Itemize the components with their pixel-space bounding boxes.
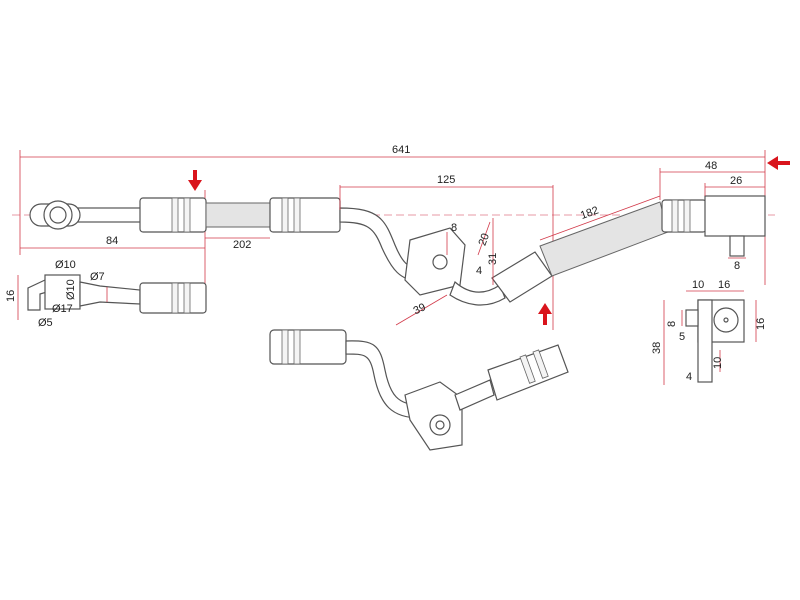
arrow-left-icon (767, 156, 790, 170)
dimension-label: 48 (705, 160, 717, 172)
dimension-label: 641 (392, 144, 410, 156)
dimension-label: 16 (755, 318, 767, 330)
banjo-detail: 16 Ø10 Ø10 Ø7 Ø17 Ø5 (5, 259, 207, 329)
arrow-up-icon (538, 303, 552, 325)
dimension-label: 39 (412, 301, 428, 317)
dimension-84: 84 (20, 235, 205, 249)
dimension-26: 26 (704, 175, 765, 196)
arrow-down-icon (188, 170, 202, 191)
dimension-label: Ø10 (55, 259, 76, 271)
dimension-125: 125 (339, 174, 553, 210)
dimension-label: 16 (718, 279, 730, 291)
hose-assembly-top (29, 195, 766, 306)
dimension-label: 8 (734, 260, 740, 272)
dimension-label: 38 (651, 342, 663, 354)
dimension-label: Ø10 (65, 279, 77, 300)
dimension-182: 182 (539, 195, 661, 241)
dimension-label: 125 (437, 174, 455, 186)
dimension-label: 26 (730, 175, 742, 187)
dimension-label: 8 (451, 222, 457, 234)
dimension-label: 20 (477, 232, 492, 248)
dimension-label: Ø5 (38, 317, 53, 329)
dimension-label: 10 (712, 357, 724, 369)
dimension-202: 202 (205, 237, 270, 251)
dimension-label: 31 (487, 253, 499, 265)
end-fitting-detail: 10 16 16 8 5 38 10 4 (651, 279, 767, 385)
dimension-label: 16 (5, 290, 17, 302)
dimension-label: 182 (579, 204, 600, 222)
dimension-label: 5 (679, 331, 685, 343)
dimension-label: 4 (686, 371, 692, 383)
dimension-label: 8 (666, 321, 678, 327)
dimension-label: 4 (476, 265, 482, 277)
dimension-label: 84 (106, 235, 118, 247)
dimension-8-end: 8 (728, 257, 746, 272)
dimension-label: 10 (692, 279, 704, 291)
dimension-48: 48 (659, 160, 765, 200)
dimension-label: Ø17 (52, 303, 73, 315)
dimension-label: 202 (233, 239, 251, 251)
bracket-dimensions: 8 20 31 4 39 (395, 218, 499, 326)
dimension-label: Ø7 (90, 271, 105, 283)
hose-assembly-perspective (269, 329, 569, 451)
dimension-overall: 641 (20, 144, 765, 158)
